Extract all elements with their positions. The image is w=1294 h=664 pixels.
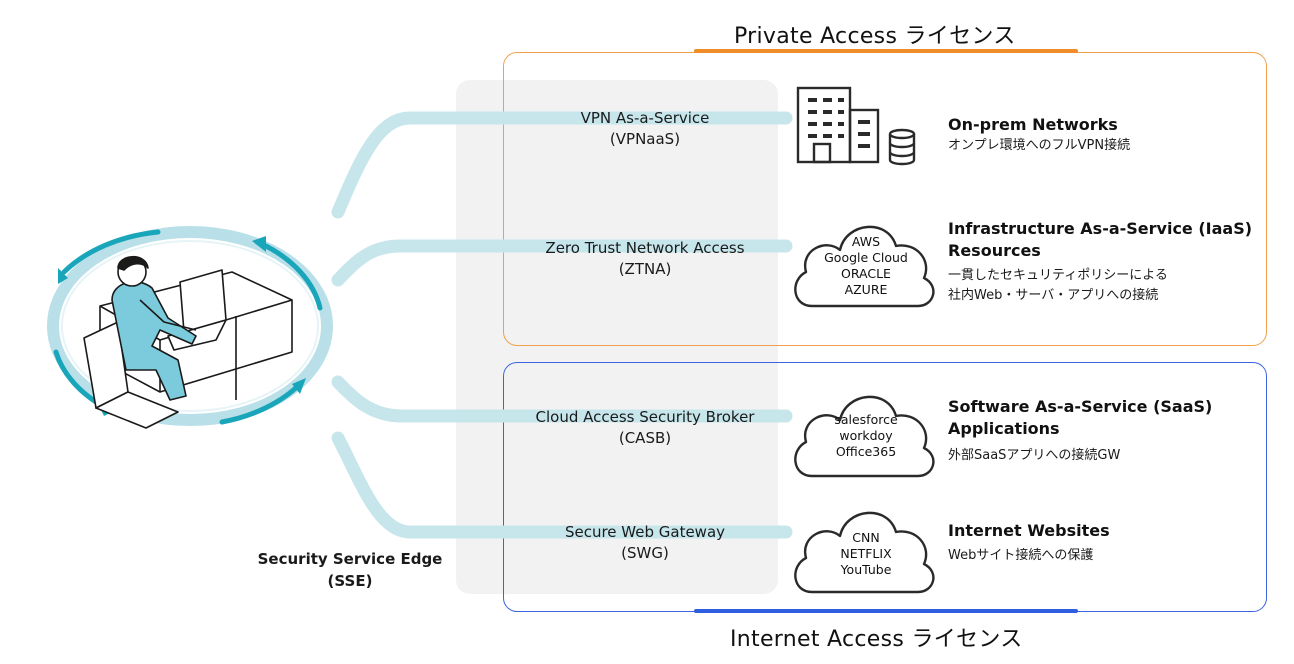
cloud-icon-iaas (794, 225, 935, 308)
resource-title: Infrastructure As-a-Service (IaaS) Resou… (948, 218, 1252, 262)
cloud-provider: Office365 (835, 444, 897, 459)
ring-arrow-head-1 (252, 236, 266, 252)
connector-vpnaas (331, 111, 793, 219)
cloud-provider: AZURE (844, 282, 888, 297)
service-name: VPN As-a-Service (580, 109, 710, 127)
resource-desc: オンプレ環境へのフルVPN接続 (948, 136, 1130, 156)
resource-desc-line: 一貫したセキュリティポリシーによる (948, 268, 1168, 283)
resource-title: Software As-a-Service (SaaS) Application… (948, 396, 1212, 440)
resource-saas: Software As-a-Service (SaaS) Application… (948, 396, 1212, 466)
resource-desc: 外部SaaSアプリへの接続GW (948, 446, 1212, 466)
resource-title: On-prem Networks (948, 114, 1130, 136)
resource-title-line: Software As-a-Service (SaaS) (948, 397, 1213, 416)
service-name: Zero Trust Network Access (545, 239, 745, 257)
resource-desc-line: Webサイト接続への保護 (948, 548, 1094, 563)
connector-ztna (331, 239, 793, 287)
service-label-casb: Cloud Access Security Broker (CASB) (515, 407, 775, 449)
resource-web: Internet Websites Webサイト接続への保護 (948, 520, 1110, 566)
internet-access-title: Internet Access ライセンス (730, 627, 1023, 652)
cloud-provider: YouTube (840, 562, 892, 577)
resource-title-line: On-prem Networks (948, 115, 1118, 134)
cloud-provider: workdoy (839, 428, 893, 443)
user-at-laptop-illustration (83, 255, 293, 429)
connectors (331, 111, 793, 539)
service-label-vpnaas: VPN As-a-Service (VPNaaS) (515, 108, 775, 150)
sse-label-line: Security Service Edge (257, 550, 443, 568)
private-access-title: Private Access ライセンス (734, 24, 1016, 49)
resource-title: Internet Websites (948, 520, 1110, 542)
sse-label: Security Service Edge (SSE) (250, 548, 450, 592)
cloud-text-saas: salesforce workdoy Office365 (816, 412, 916, 460)
resource-title-line: Internet Websites (948, 521, 1110, 540)
connector-casb (331, 375, 793, 423)
cloud-provider: salesforce (834, 412, 898, 427)
service-abbr: (VPNaaS) (609, 130, 681, 148)
service-abbr: (ZTNA) (618, 260, 672, 278)
service-name: Secure Web Gateway (564, 523, 726, 541)
resource-desc-line: 社内Web・サーバ・アプリへの接続 (948, 288, 1159, 303)
cloud-provider: NETFLIX (840, 546, 892, 561)
resource-desc-line: 外部SaaSアプリへの接続GW (948, 448, 1121, 463)
sse-label-line: (SSE) (327, 572, 373, 590)
cloud-text-web: CNN NETFLIX YouTube (816, 530, 916, 578)
cloud-text-iaas: AWS Google Cloud ORACLE AZURE (816, 234, 916, 298)
resource-title-line: Applications (948, 419, 1060, 438)
service-label-ztna: Zero Trust Network Access (ZTNA) (515, 238, 775, 280)
resource-title-line: Infrastructure As-a-Service (IaaS) (948, 219, 1253, 238)
service-label-swg: Secure Web Gateway (SWG) (515, 522, 775, 564)
service-name: Cloud Access Security Broker (535, 408, 755, 426)
resource-desc: Webサイト接続への保護 (948, 546, 1110, 566)
resource-desc-line: オンプレ環境へのフルVPN接続 (948, 138, 1131, 153)
building-database-icon (796, 86, 916, 166)
service-abbr: (CASB) (618, 429, 672, 447)
cloud-provider: CNN (852, 530, 880, 545)
ring-arrow-head-4 (292, 378, 306, 394)
resource-iaas: Infrastructure As-a-Service (IaaS) Resou… (948, 218, 1252, 306)
cloud-provider: AWS (851, 234, 881, 249)
cloud-icon-saas (794, 395, 935, 478)
cloud-provider: ORACLE (841, 266, 891, 281)
resource-onprem: On-prem Networks オンプレ環境へのフルVPN接続 (948, 114, 1130, 156)
resource-title-line: Resources (948, 241, 1041, 260)
ring-arrow-head-2 (58, 268, 68, 284)
connector-swg (331, 431, 793, 539)
internet-access-accent-bar (694, 609, 1078, 613)
resource-desc: 一貫したセキュリティポリシーによる 社内Web・サーバ・アプリへの接続 (948, 266, 1252, 306)
private-access-accent-bar (694, 49, 1078, 53)
service-abbr: (SWG) (621, 544, 669, 562)
cloud-icon-web (794, 511, 935, 594)
cloud-provider: Google Cloud (824, 250, 908, 265)
